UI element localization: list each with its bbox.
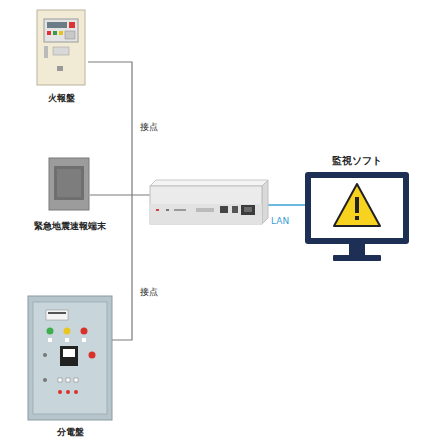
- monitor-node: 監視ソフト: [300, 155, 414, 265]
- contact-io-device: [150, 180, 268, 224]
- distribution-node: 分電盤: [30, 292, 110, 438]
- earthquake-terminal: [49, 158, 89, 210]
- terminal-node: 緊急地震速報端末: [22, 154, 118, 232]
- monitor-with-warning: [305, 172, 409, 261]
- node-label: 火報盤: [48, 93, 75, 104]
- node-label: 監視ソフト: [332, 155, 382, 166]
- contact-label: 接点: [140, 122, 158, 133]
- node-label: 分電盤: [57, 427, 84, 438]
- lan-cable: [265, 204, 305, 206]
- node-label: 緊急地震速報端末: [34, 221, 106, 232]
- fire-alarm-node: 火報盤: [26, 6, 96, 104]
- distribution-board: [28, 296, 112, 420]
- fire-alarm-panel: [37, 10, 85, 85]
- contact-label: 接点: [140, 287, 158, 298]
- lan-label: LAN: [271, 216, 289, 227]
- contact-wire: [90, 194, 152, 195]
